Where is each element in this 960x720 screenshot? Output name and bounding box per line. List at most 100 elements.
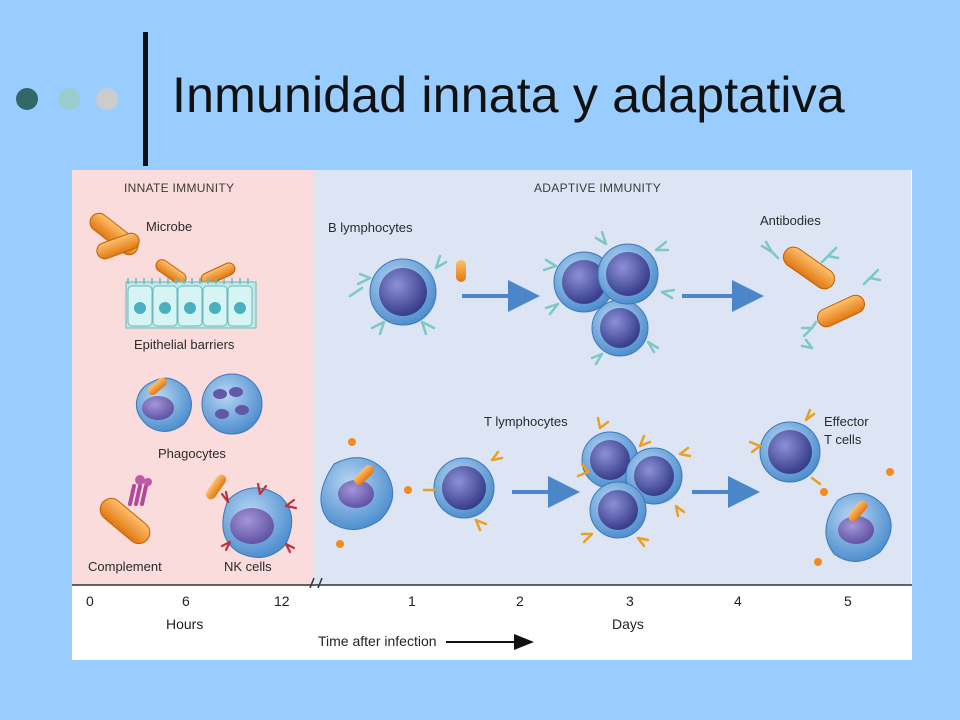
b-cell-receptor <box>434 254 448 270</box>
label-b-lymphocytes: B lymphocytes <box>328 220 413 235</box>
complement-protein <box>144 478 152 486</box>
dot-teal <box>58 88 80 110</box>
target-nucleus <box>838 516 874 544</box>
phagocyte-2 <box>201 373 263 435</box>
t-clone-receptor <box>580 532 594 544</box>
phagocyte-lobe <box>235 405 249 415</box>
microbe-group <box>89 212 236 286</box>
dot-grey <box>96 88 118 110</box>
t-cell-nucleus <box>442 466 486 510</box>
effector-receptor <box>804 408 816 422</box>
epithelial-nucleus <box>209 302 221 314</box>
t-clone-nucleus <box>634 456 674 496</box>
b-clone-receptor <box>654 240 670 252</box>
b-cell-receptor <box>348 286 364 298</box>
nk-receptor <box>220 490 230 504</box>
tick-label: 3 <box>626 593 634 609</box>
t-clone-receptor <box>596 416 610 430</box>
b-clone-receptor <box>594 230 608 246</box>
apc-microbe <box>354 465 374 485</box>
nk-nucleus <box>230 508 274 544</box>
microvilli <box>127 278 249 284</box>
mhc-peptide <box>404 486 412 494</box>
tick-label: 5 <box>844 593 852 609</box>
effector-receptor <box>748 440 762 454</box>
effector-receptor <box>810 476 822 486</box>
phagocyte-1 <box>135 377 192 432</box>
figure-artwork <box>72 212 912 650</box>
apc-cell-left <box>320 438 412 548</box>
complement-protein <box>128 484 148 506</box>
tick-label: 2 <box>516 593 524 609</box>
antibodies-group <box>760 240 882 350</box>
antibody <box>760 240 780 260</box>
dot-dark <box>16 88 38 110</box>
immunity-figure: INNATE IMMUNITY ADAPTIVE IMMUNITY Microb… <box>72 170 912 660</box>
b-cell-naive <box>348 254 466 336</box>
t-cell-clones <box>576 416 692 548</box>
antibody-target-microbe <box>816 294 866 328</box>
b-clone-receptor <box>590 352 604 366</box>
t-clone-receptor <box>576 462 590 478</box>
label-t-lymphocytes: T lymphocytes <box>484 414 568 429</box>
b-cell-clones <box>542 230 676 366</box>
antibody-target-microbe <box>782 246 836 290</box>
epithelial-nucleus <box>184 302 196 314</box>
label-effector-2: T cells <box>824 432 862 447</box>
mhc-peptide <box>814 558 822 566</box>
phagocyte-nucleus <box>142 396 174 420</box>
t-cell-naive <box>422 450 504 532</box>
phagocyte-lobe <box>213 389 227 399</box>
tick-label: 4 <box>734 593 742 609</box>
antibody <box>800 320 818 338</box>
nk-receptor <box>220 540 232 552</box>
antibody <box>862 268 882 286</box>
epithelial-nucleus <box>159 302 171 314</box>
days-label: Days <box>612 616 644 632</box>
b-clone-receptor <box>660 288 676 300</box>
phagocyte-lobe <box>215 409 229 419</box>
ingested-microbe <box>147 377 167 396</box>
t-clone-nucleus <box>590 440 630 480</box>
complement-protein <box>135 475 145 485</box>
complement-microbe <box>99 497 151 545</box>
label-phagocytes: Phagocytes <box>158 446 226 461</box>
t-cell-receptor <box>474 518 488 532</box>
epithelial-barrier <box>125 278 257 329</box>
adaptive-header: ADAPTIVE IMMUNITY <box>534 181 662 195</box>
t-clone-receptor <box>678 446 692 458</box>
effector-t-cell <box>748 408 822 486</box>
t-clone-nucleus <box>598 490 638 530</box>
antigen-microbe <box>456 260 466 282</box>
antibody <box>800 338 814 350</box>
tick-label: 12 <box>274 593 290 609</box>
epithelial-nucleus <box>234 302 246 314</box>
b-clone-nucleus <box>606 252 650 296</box>
b-cell-nucleus <box>379 268 427 316</box>
b-cell-receptor <box>420 320 436 336</box>
target-cell-right <box>814 468 894 566</box>
target-microbe <box>848 500 868 522</box>
label-complement: Complement <box>88 559 162 574</box>
label-epithelial: Epithelial barriers <box>134 337 235 352</box>
phagocyte-body <box>201 373 263 435</box>
label-nk: NK cells <box>224 559 272 574</box>
b-clone-receptor <box>542 258 558 272</box>
label-antibodies: Antibodies <box>760 213 821 228</box>
innate-header: INNATE IMMUNITY <box>124 181 235 195</box>
title-divider <box>143 32 148 166</box>
t-clone-receptor <box>638 434 652 448</box>
mhc-peptide <box>886 468 894 476</box>
slide-title: Inmunidad innata y adaptativa <box>172 67 845 123</box>
b-clone-nucleus <box>562 260 606 304</box>
label-microbe: Microbe <box>146 219 193 234</box>
nk-target-microbe <box>205 474 227 500</box>
t-cell-receptor <box>490 450 504 462</box>
tick-label: 0 <box>86 593 94 609</box>
t-clone-receptor <box>636 536 650 548</box>
effector-nucleus <box>768 430 812 474</box>
complement-group <box>99 475 152 545</box>
mhc-peptide <box>820 488 828 496</box>
b-clone-nucleus <box>600 308 640 348</box>
mhc-peptide <box>336 540 344 548</box>
